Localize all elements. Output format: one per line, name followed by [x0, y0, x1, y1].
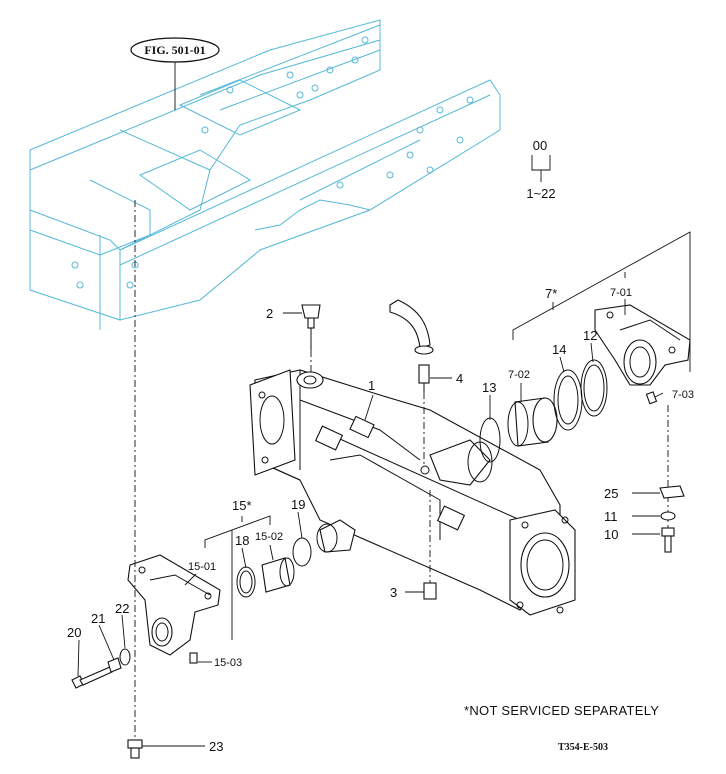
callout-1: 1	[368, 378, 375, 393]
callout-18: 18	[235, 533, 249, 548]
washer-22	[119, 648, 131, 666]
ring-18	[236, 566, 256, 598]
callout-12: 12	[583, 328, 597, 343]
ring-12	[580, 359, 608, 417]
drain-plug	[423, 490, 437, 600]
callout-15-02: 15-02	[255, 531, 283, 543]
footnote: *NOT SERVICED SEPARATELY	[464, 703, 659, 718]
callout-11: 11	[604, 509, 618, 524]
frame-holes	[71, 36, 474, 289]
grease-fitting-7-03	[645, 391, 658, 405]
o-ring-19	[292, 537, 312, 567]
callout-2: 2	[266, 306, 273, 321]
callout-20: 20	[67, 625, 81, 640]
support-bracket-15-01	[127, 554, 221, 656]
leader-lines	[77, 231, 691, 747]
axle-housing	[249, 369, 576, 616]
callout-13: 13	[482, 380, 496, 395]
callout-22: 22	[115, 601, 129, 616]
grease-fitting-15-03	[189, 652, 198, 664]
callout-3: 3	[390, 585, 397, 600]
callout-4: 4	[456, 371, 463, 386]
lock-plate-25	[659, 485, 685, 499]
callout-14: 14	[552, 342, 566, 357]
assembly-range: 1~22	[526, 186, 555, 201]
callout-15-03: 15-03	[214, 657, 242, 669]
nut-21	[107, 657, 122, 673]
assembly-reference: 00 1~22	[526, 138, 555, 201]
bushing-7-02	[507, 397, 558, 447]
callouts: 2 1 3 4 13 14 12 7-02 7* 7-01 7-03 25 11…	[67, 286, 694, 754]
thrust-ring-14	[553, 369, 583, 431]
figure-reference: FIG. 501-01	[130, 37, 220, 110]
callout-19: 19	[291, 497, 305, 512]
bolt-10	[661, 527, 675, 553]
callout-10: 10	[604, 527, 618, 542]
callout-25: 25	[604, 486, 618, 501]
callout-15-01: 15-01	[188, 561, 216, 573]
assembly-number: 00	[533, 138, 547, 153]
vehicle-frame	[29, 19, 501, 330]
bushing-15-02	[261, 557, 295, 593]
washer-11	[660, 511, 676, 521]
callout-group-15: 15*	[232, 498, 252, 513]
bolt-23	[127, 739, 143, 759]
callout-21: 21	[91, 611, 105, 626]
callout-23: 23	[209, 739, 223, 754]
breather-plug	[301, 304, 321, 372]
callout-7-02: 7-02	[508, 369, 530, 381]
callout-7-03: 7-03	[672, 389, 694, 401]
callout-7-01: 7-01	[610, 287, 632, 299]
support-bracket-7-01	[594, 304, 691, 386]
drawing-code: T354-E-503	[558, 742, 608, 753]
callout-group-7: 7*	[545, 286, 557, 301]
figure-reference-label: FIG. 501-01	[144, 43, 205, 57]
grease-hose	[389, 299, 434, 465]
